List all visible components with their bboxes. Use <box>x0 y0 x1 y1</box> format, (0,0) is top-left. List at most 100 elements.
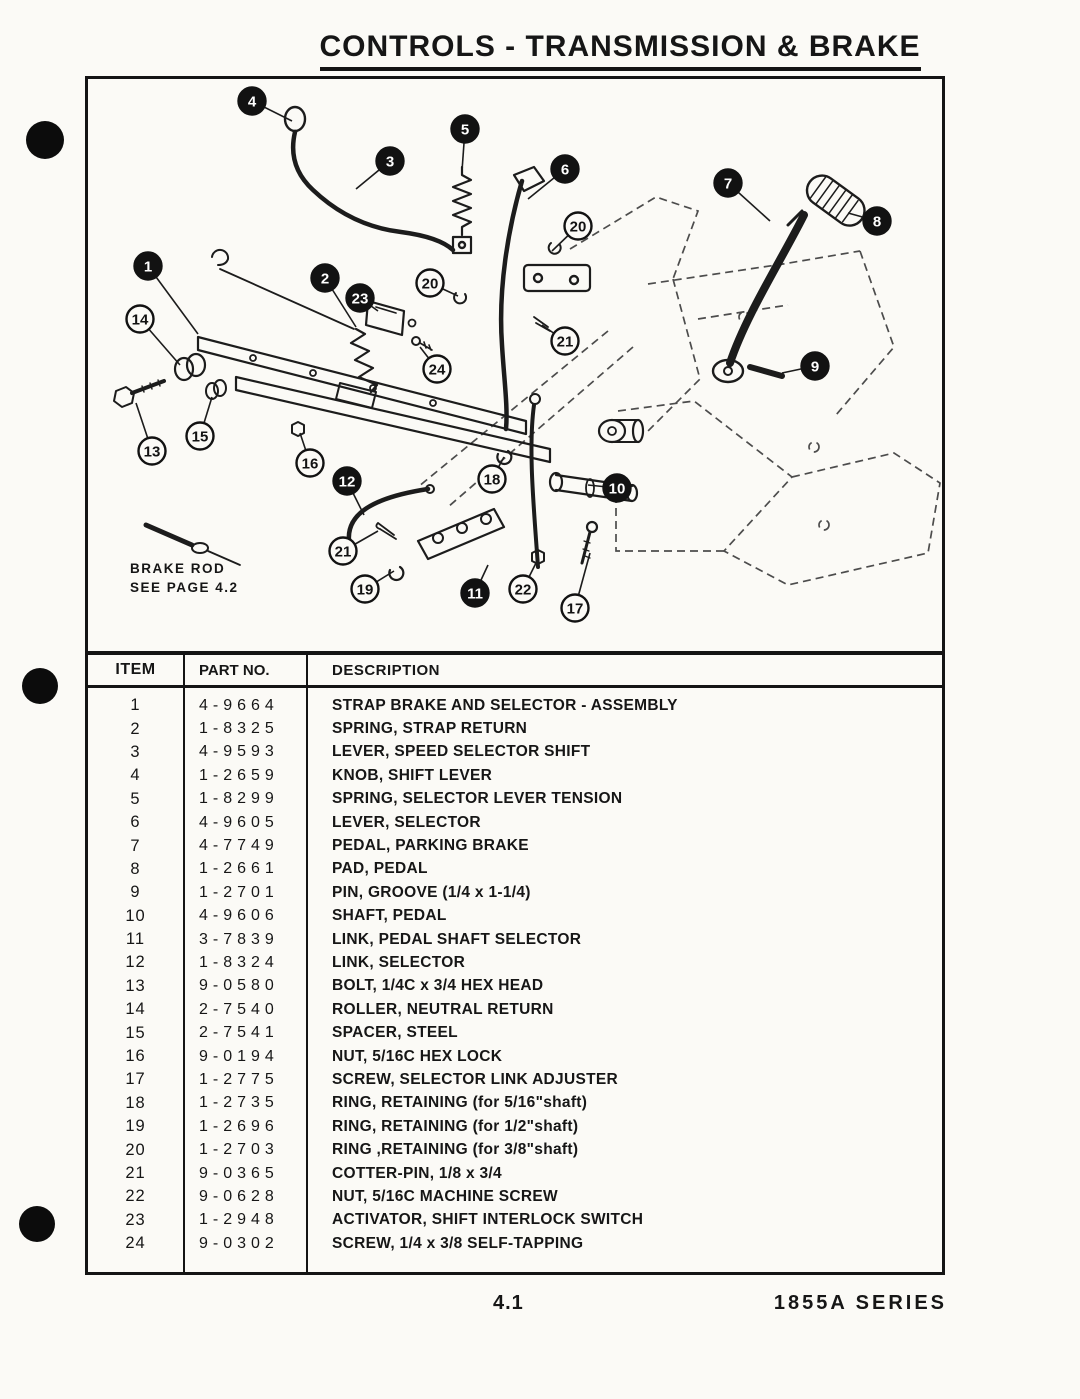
description-cell: LINK, PEDAL SHAFT SELECTOR <box>332 930 582 948</box>
item-cell: 20 <box>125 1140 146 1159</box>
description-cell: SPACER, STEEL <box>332 1024 458 1042</box>
callout-18: 18 <box>477 456 507 494</box>
description-cell: PIN, GROOVE (1/4 x 1-1/4) <box>332 883 531 901</box>
part-no-cell: 1-2696 <box>199 1117 279 1135</box>
callout-3: 3 <box>355 146 405 190</box>
binder-hole <box>19 1206 55 1242</box>
page-footer: 4.1 1855A SERIES <box>85 1292 947 1322</box>
callout-15: 15 <box>185 396 215 451</box>
description-cell: BOLT, 1/4C x 3/4 HEX HEAD <box>332 977 544 995</box>
callout-24: 24 <box>419 346 452 384</box>
callout-8: 8 <box>847 206 892 236</box>
description-cell: ROLLER, NEUTRAL RETURN <box>332 1000 554 1018</box>
part-no-cell: 1-2703 <box>199 1141 279 1159</box>
diagram-art <box>113 105 866 582</box>
svg-text:21: 21 <box>557 334 574 351</box>
item-cell: 5 <box>130 789 141 808</box>
description-cell: SCREW, 1/4 x 3/8 SELF-TAPPING <box>332 1234 584 1252</box>
description-cell: PEDAL, PARKING BRAKE <box>332 837 529 855</box>
item-cell: 21 <box>125 1164 146 1182</box>
table-row: 19 1-2696 RING, RETAINING (for 1/2"shaft) <box>88 1115 942 1138</box>
description-cell: SCREW, SELECTOR LINK ADJUSTER <box>332 1070 619 1088</box>
callout-12: 12 <box>332 466 365 516</box>
part-no-cell: 9-0580 <box>199 977 279 995</box>
description-cell: ACTIVATOR, SHIFT INTERLOCK SWITCH <box>332 1211 644 1229</box>
svg-text:19: 19 <box>357 582 374 599</box>
svg-text:24: 24 <box>429 362 446 379</box>
svg-text:21: 21 <box>335 544 352 561</box>
callout-21: 21 <box>328 530 379 566</box>
description-cell: COTTER-PIN, 1/8 x 3/4 <box>332 1164 502 1182</box>
item-cell: 10 <box>125 906 146 925</box>
table-row: 13 9-0580 BOLT, 1/4C x 3/4 HEX HEAD <box>88 975 942 998</box>
item-cell: 17 <box>125 1070 146 1089</box>
svg-text:1: 1 <box>144 259 152 276</box>
description-cell: RING ,RETAINING (for 3/8"shaft) <box>332 1141 579 1159</box>
header-part-no: PART NO. <box>199 661 270 679</box>
part-no-cell: 1-8325 <box>199 720 279 738</box>
svg-text:8: 8 <box>873 214 881 231</box>
svg-text:2: 2 <box>321 271 329 288</box>
callout-23: 23 <box>345 283 379 313</box>
svg-text:22: 22 <box>515 582 532 599</box>
part-no-cell: 2-7540 <box>199 1000 279 1018</box>
item-cell: 13 <box>125 976 146 995</box>
item-cell: 2 <box>130 719 141 738</box>
item-cell: 24 <box>125 1234 146 1253</box>
part-no-cell: 1-8324 <box>199 953 279 971</box>
description-cell: RING, RETAINING (for 5/16"shaft) <box>332 1094 588 1112</box>
callout-7: 7 <box>713 168 771 222</box>
description-cell: LINK, SELECTOR <box>332 953 466 971</box>
svg-text:5: 5 <box>461 122 469 139</box>
svg-text:20: 20 <box>422 276 439 293</box>
header-description: DESCRIPTION <box>332 661 441 679</box>
callout-20: 20 <box>415 268 459 298</box>
column-divider <box>183 655 185 1272</box>
callout-16: 16 <box>295 432 325 478</box>
callout-22: 22 <box>508 562 538 604</box>
binder-hole <box>22 668 58 704</box>
item-cell: 14 <box>125 1000 146 1019</box>
svg-text:13: 13 <box>144 444 161 461</box>
brake-rod-note-line1: BRAKE ROD <box>130 561 225 576</box>
description-cell: LEVER, SELECTOR <box>332 813 481 831</box>
description-cell: STRAP BRAKE AND SELECTOR - ASSEMBLY <box>332 696 678 714</box>
brake-rod-note-line2: SEE PAGE 4.2 <box>130 580 239 595</box>
svg-text:18: 18 <box>484 472 501 489</box>
part-no-cell: 4-9664 <box>199 696 279 714</box>
table-row: 5 1-8299 SPRING, SELECTOR LEVER TENSION <box>88 788 942 811</box>
part-no-cell: 9-0365 <box>199 1164 279 1182</box>
callout-13: 13 <box>135 402 167 466</box>
page-number: 4.1 <box>493 1292 524 1314</box>
description-cell: LEVER, SPEED SELECTOR SHIFT <box>332 743 591 761</box>
table-header: ITEM PART NO. DESCRIPTION <box>88 655 942 688</box>
description-cell: NUT, 5/16C MACHINE SCREW <box>332 1187 558 1205</box>
item-cell: 23 <box>125 1210 146 1229</box>
part-no-cell: 1-2701 <box>199 883 279 901</box>
description-cell: SHAFT, PEDAL <box>332 907 447 925</box>
description-cell: SPRING, SELECTOR LEVER TENSION <box>332 790 623 808</box>
callout-1: 1 <box>133 251 199 335</box>
part-no-cell: 1-8299 <box>199 790 279 808</box>
part-no-cell: 4-7749 <box>199 837 279 855</box>
series-label: 1855A SERIES <box>773 1292 947 1314</box>
svg-text:9: 9 <box>811 359 819 376</box>
description-cell: RING, RETAINING (for 1/2"shaft) <box>332 1117 579 1135</box>
item-cell: 1 <box>130 696 141 715</box>
part-no-cell: 1-2735 <box>199 1094 279 1112</box>
table-row: 1 4-9664 STRAP BRAKE AND SELECTOR - ASSEMB… <box>88 694 942 717</box>
callout-6: 6 <box>527 154 580 200</box>
item-cell: 19 <box>125 1117 146 1136</box>
callout-19: 19 <box>350 570 395 604</box>
